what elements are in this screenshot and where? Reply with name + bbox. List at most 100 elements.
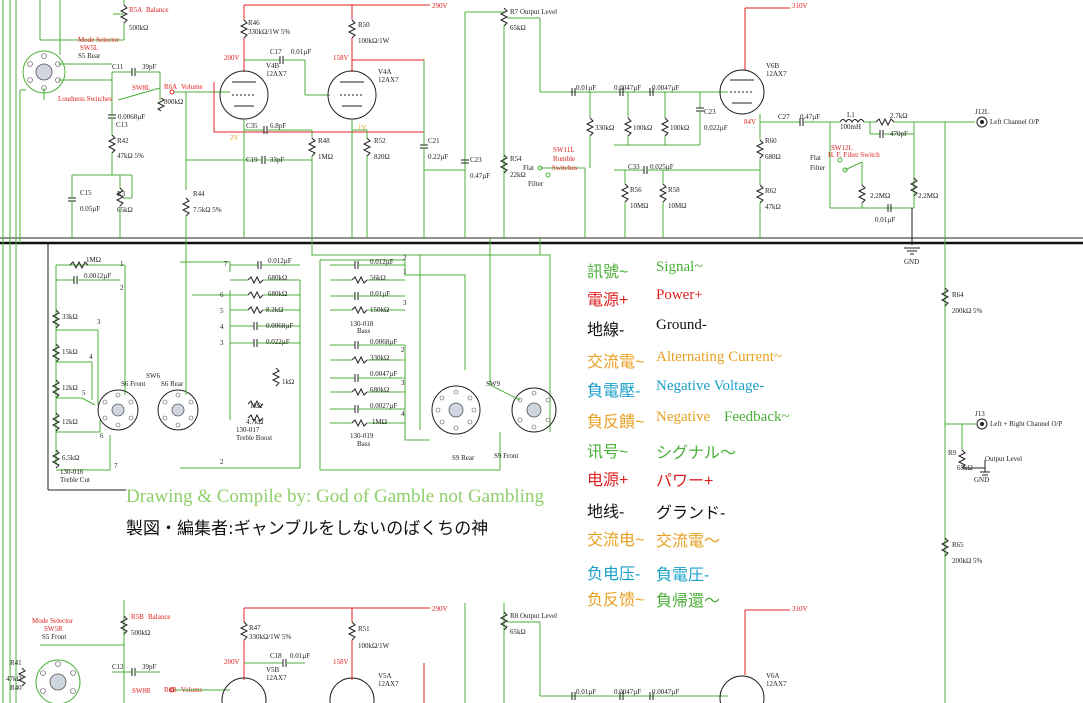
jack-j12l[interactable]: J12L Left Channel O/P xyxy=(975,108,1039,128)
r-1m-treble: 1MΩ xyxy=(69,256,101,270)
r7-label: R7 xyxy=(510,8,519,16)
r56: R56 10MΩ xyxy=(620,170,648,238)
pin-5-a: 5 xyxy=(82,389,86,397)
c19-label: C19 xyxy=(246,156,258,164)
legend-10-zh: 负电压- xyxy=(587,566,641,583)
filter-caps-row-b: 0.01µF 0.0047µF 0.0047µF xyxy=(571,688,679,700)
legend-7-en: パワー+ xyxy=(656,473,714,490)
legend-9-en: 交流電～ xyxy=(656,533,721,550)
r42-label: R42 xyxy=(117,137,129,145)
v2-label: 2V xyxy=(230,134,239,142)
hf-filter-label: H. F. Filter Switch xyxy=(828,151,880,159)
c-0012: 0.0012µF xyxy=(56,272,120,284)
c18-value: 0.01µF xyxy=(290,652,310,660)
r5b-label: R5B xyxy=(131,613,144,621)
pin-2-d: 2 xyxy=(401,346,405,354)
legend-11-zh: 负反馈~ xyxy=(587,592,645,609)
r46-value: 330kΩ/1W 5% xyxy=(248,28,290,36)
r3-label: R3 xyxy=(117,190,126,198)
mode-selector-b-label: Mode Selector xyxy=(32,617,74,625)
v290-b-label: 290V xyxy=(432,605,448,613)
rotary-switch-s6-rear[interactable]: S6 Rear xyxy=(157,380,199,431)
r64-value: 200kΩ 5% xyxy=(952,307,982,315)
sw5r-label: SW5R xyxy=(44,625,63,633)
legend-6-zh: 讯号~ xyxy=(587,444,629,461)
v1-label: 1V xyxy=(358,124,367,132)
r7-value: 65kΩ xyxy=(510,24,526,32)
treble-cut-ladder: 33kΩ 15kΩ 12kΩ 12kΩ 6.5kΩ xyxy=(51,309,79,469)
r-12kb-value: 12kΩ xyxy=(62,418,78,426)
legend-11-en: 負帰還～ xyxy=(656,593,721,610)
r41-label: R41 xyxy=(10,659,22,667)
r64: R64 200kΩ 5% xyxy=(940,287,982,315)
legend-3-zh: 交流電~ xyxy=(587,354,645,371)
c27-label: C27 xyxy=(778,113,790,121)
rotary-switch-s9-front[interactable]: S9 Front xyxy=(494,387,557,460)
v310-label: 310V xyxy=(792,2,808,10)
bass1-label: Bass xyxy=(357,327,371,335)
sw5l-label: SW5L xyxy=(80,44,98,52)
l1-value: 100mH xyxy=(840,123,861,131)
legend-6-en: シグナル～ xyxy=(656,445,737,462)
v4a-label: V4A xyxy=(378,68,392,76)
r65: R65 200kΩ 5% xyxy=(940,537,982,565)
pin-1-a: 1 xyxy=(120,260,124,268)
r46: R46 330kΩ/1W 5% xyxy=(239,19,290,39)
mode-selector-sw5r: Mode Selector SW5R S5 Front xyxy=(32,617,81,703)
rumble-label: Rumble xyxy=(553,155,575,163)
pin-6-a: 6 xyxy=(100,432,104,440)
r54: R54 22kΩ xyxy=(499,154,526,179)
tube-v5a: V5A 12AX7 xyxy=(329,672,399,703)
r47-value: 330kΩ/1W 5% xyxy=(249,633,291,641)
bass-id2: 130-019 xyxy=(350,432,374,440)
c-001b: 0.01µF xyxy=(875,204,895,224)
v4a-type: 12AX7 xyxy=(378,76,399,84)
c-001b-value: 0.01µF xyxy=(875,216,895,224)
r56-label: R56 xyxy=(630,186,642,194)
jack-j13[interactable]: J13 Left + Right Channel O/P xyxy=(975,410,1062,430)
j13-label: J13 xyxy=(975,410,985,418)
r5a-label: R5A xyxy=(129,6,142,14)
r60: R60 680Ω xyxy=(755,137,781,185)
v200-label: 200V xyxy=(224,54,240,62)
r-1kb-value: 1kΩ xyxy=(250,402,262,410)
c27: C27 0.47µF xyxy=(778,113,830,126)
gnd-label: GND xyxy=(904,258,919,266)
legend-5-zh: 負反饋~ xyxy=(587,414,645,431)
tube-v6b: V6B 12AX7 xyxy=(719,62,787,115)
v5a-label: V5A xyxy=(378,672,392,680)
r47-label: R47 xyxy=(249,624,261,632)
legend-3-en: Alternating Current~ xyxy=(656,349,782,365)
r58-value: 10MΩ xyxy=(668,202,686,210)
r44: R44 7.5kΩ 5% xyxy=(181,190,222,238)
r-27k-value: 2.7kΩ xyxy=(890,112,907,120)
pin-4-d: 4 xyxy=(401,410,405,418)
rotary-switch-s9-rear[interactable]: S9 Rear xyxy=(431,385,481,462)
output-level-r8: R8 Output Level 65kΩ xyxy=(499,611,557,636)
r-22m-b-value: 2.2MΩ xyxy=(918,192,938,200)
filter2-label: Filter xyxy=(810,164,826,172)
s9-rear-label: S9 Rear xyxy=(452,454,475,462)
pin-4-a: 4 xyxy=(89,353,93,361)
output-level2-label: Output Level xyxy=(985,455,1022,463)
c23b-label: C23 xyxy=(704,108,716,116)
pin-3-c: 3 xyxy=(403,299,407,307)
c12: C12 39pF xyxy=(112,663,160,676)
v290-label: 290V xyxy=(432,2,448,10)
s6-front-label: S6 Front xyxy=(121,380,145,388)
r52-value: 820Ω xyxy=(374,153,390,161)
r65-label: R65 xyxy=(952,541,964,549)
r6b-label: R6B xyxy=(164,686,177,694)
c21: C21 0.22µF xyxy=(420,60,448,238)
c19: C19 33pF xyxy=(226,156,312,164)
v310-b-label: 310V xyxy=(792,605,808,613)
legend-8-zh: 地线- xyxy=(587,504,625,521)
r5a-value: 500kΩ xyxy=(129,24,148,32)
legend-9-zh: 交流电~ xyxy=(587,532,645,549)
legend-0-en: Signal~ xyxy=(656,259,703,275)
rotary-switch-s6-front[interactable]: S6 Front xyxy=(97,380,145,431)
c19-value: 33pF xyxy=(270,156,285,164)
s5-front-label: S5 Front xyxy=(42,633,66,641)
c35: C35 6.8pF xyxy=(244,122,312,134)
